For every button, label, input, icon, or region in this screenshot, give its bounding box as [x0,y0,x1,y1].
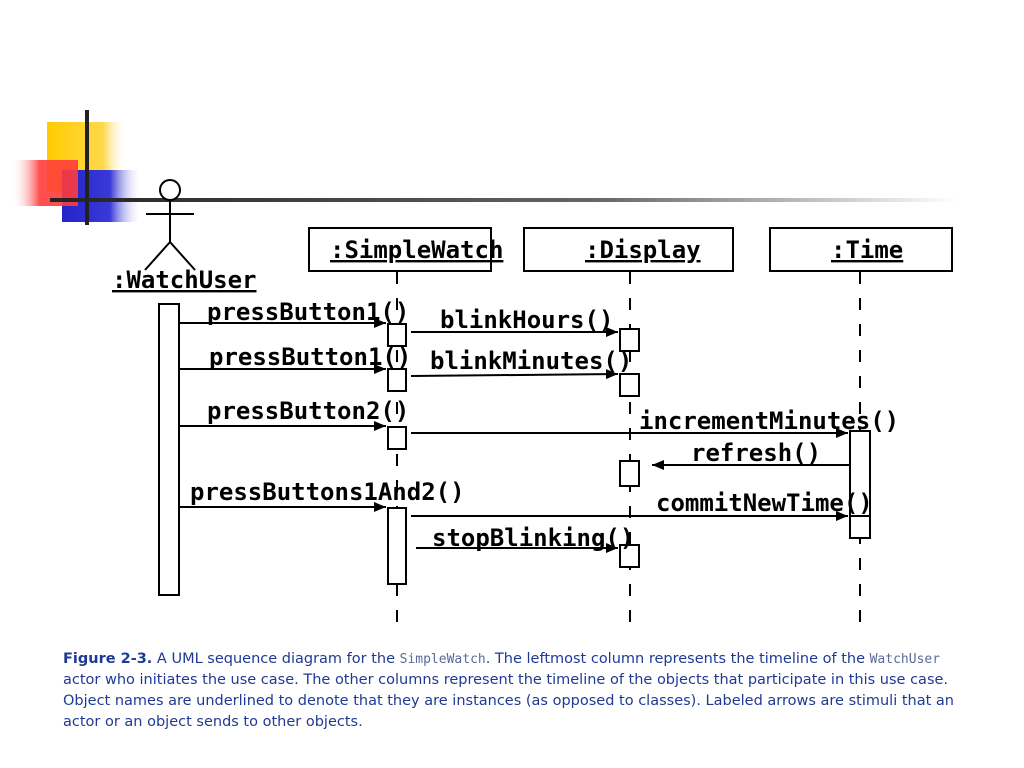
activation-display-4 [619,544,640,568]
message-label-incrementminutes: incrementMinutes() [639,407,899,435]
message-label-pressbutton2: pressButton2() [207,397,409,425]
vertical-rule [85,110,89,225]
object-label-simplewatch: :SimpleWatch [330,236,503,264]
caption-text-3: actor who initiates the use case. The ot… [63,672,954,730]
message-label-blinkhours: blinkHours() [440,306,613,334]
object-box-display [523,227,734,272]
activation-simplewatch-3 [387,426,407,450]
object-box-time [769,227,953,272]
actor-label: :WatchUser [112,266,257,294]
message-label-pressbuttons1and2: pressButtons1And2() [190,478,465,506]
sequence-diagram: :WatchUser :SimpleWatch :Disp [112,179,953,625]
message-label-pressbutton1-a: pressButton1() [207,298,409,326]
activation-display-1 [619,328,640,352]
activation-simplewatch-1 [387,323,407,347]
slide-decoration [14,110,960,225]
activation-watchuser [158,303,180,596]
caption-code-watchuser: WatchUser [869,652,941,667]
object-box-simplewatch [308,227,492,272]
message-label-blinkminutes: blinkMinutes() [430,347,632,375]
activation-simplewatch-4 [387,507,407,585]
message-arrows [180,318,850,553]
message-label-pressbutton1-b: pressButton1() [209,343,411,371]
actor-figure [144,179,196,271]
arrow-blinkminutes [410,369,619,380]
caption-text-1: A UML sequence diagram for the [152,651,400,667]
message-label-refresh: refresh() [691,439,821,467]
object-label-time: :Time [831,236,903,264]
message-labels: pressButton1() blinkHours() pressButton1… [190,298,899,552]
horizontal-rule [50,198,960,202]
activation-display-3 [619,460,640,487]
message-label-stopblinking: stopBlinking() [432,524,634,552]
caption-code-simplewatch: SimpleWatch [399,652,486,667]
caption-text-2: . The leftmost column represents the tim… [485,651,870,667]
activation-simplewatch-2 [387,368,407,392]
activations [158,303,871,596]
activation-display-2 [619,373,640,397]
figure-caption: Figure 2-3. A UML sequence diagram for t… [63,649,963,733]
message-label-commitnewtime: commitNewTime() [656,489,873,517]
figure-label: Figure 2-3. [63,651,153,667]
activation-time-2 [849,515,871,539]
object-label-display: :Display [585,236,701,264]
